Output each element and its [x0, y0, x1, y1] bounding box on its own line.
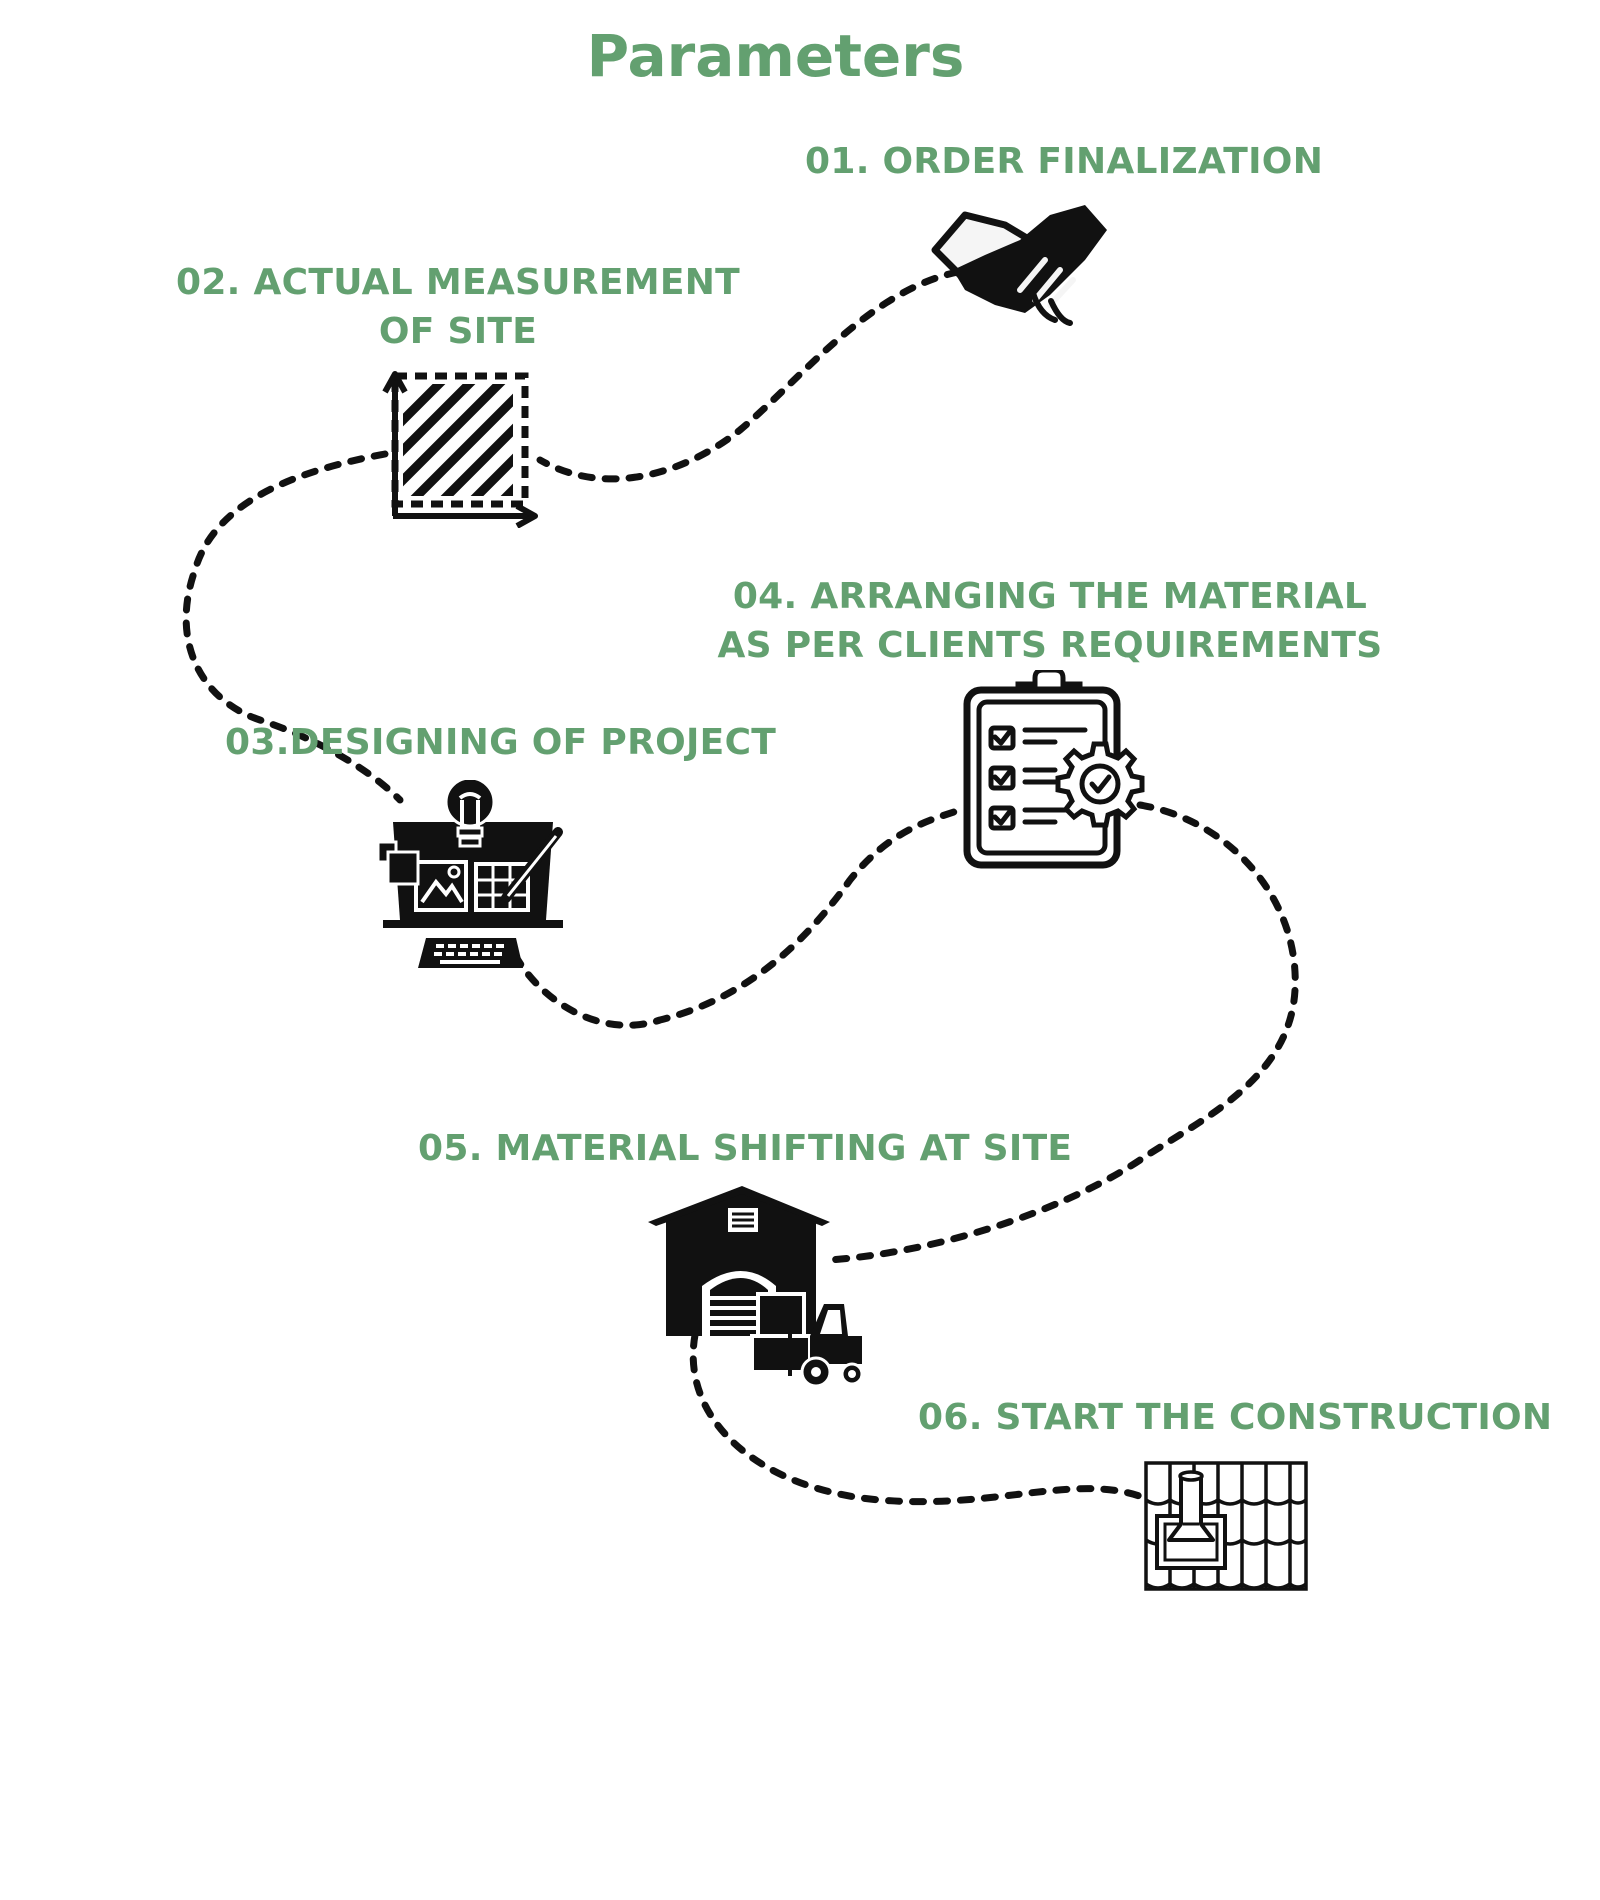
checklist-gear-icon: [963, 670, 1145, 869]
step-2-label-line-2: OF SITE: [378, 311, 538, 352]
step-4-label: 04. ARRANGING THE MATERIAL AS PER CLIENT…: [705, 572, 1395, 670]
design-computer-icon: [378, 780, 563, 968]
step-5-label-line: 05. MATERIAL SHIFTING AT SITE: [418, 1128, 1073, 1169]
step-3-label-line: 03.DESIGNING OF PROJECT: [225, 722, 777, 763]
roof-chimney-icon: [1144, 1461, 1308, 1591]
step-2-label: 02. ACTUAL MEASUREMENT OF SITE: [163, 258, 753, 356]
step-3-label: 03.DESIGNING OF PROJECT: [225, 718, 776, 767]
step-1-label: 01. ORDER FINALIZATION: [805, 137, 1323, 186]
step-1-label-line: 01. ORDER FINALIZATION: [805, 141, 1324, 182]
area-measurement-icon: [382, 371, 538, 528]
page-title: Parameters: [586, 22, 965, 90]
step-6-label: 06. START THE CONSTRUCTION: [918, 1393, 1552, 1442]
step-6-label-line: 06. START THE CONSTRUCTION: [918, 1397, 1553, 1438]
warehouse-forklift-icon: [648, 1186, 864, 1386]
step-2-label-line-1: 02. ACTUAL MEASUREMENT: [175, 262, 741, 303]
step-4-label-line-2: AS PER CLIENTS REQUIREMENTS: [717, 625, 1383, 666]
step-4-label-line-1: 04. ARRANGING THE MATERIAL: [732, 576, 1368, 617]
step-5-label: 05. MATERIAL SHIFTING AT SITE: [418, 1124, 1072, 1173]
handshake-icon: [931, 205, 1107, 326]
